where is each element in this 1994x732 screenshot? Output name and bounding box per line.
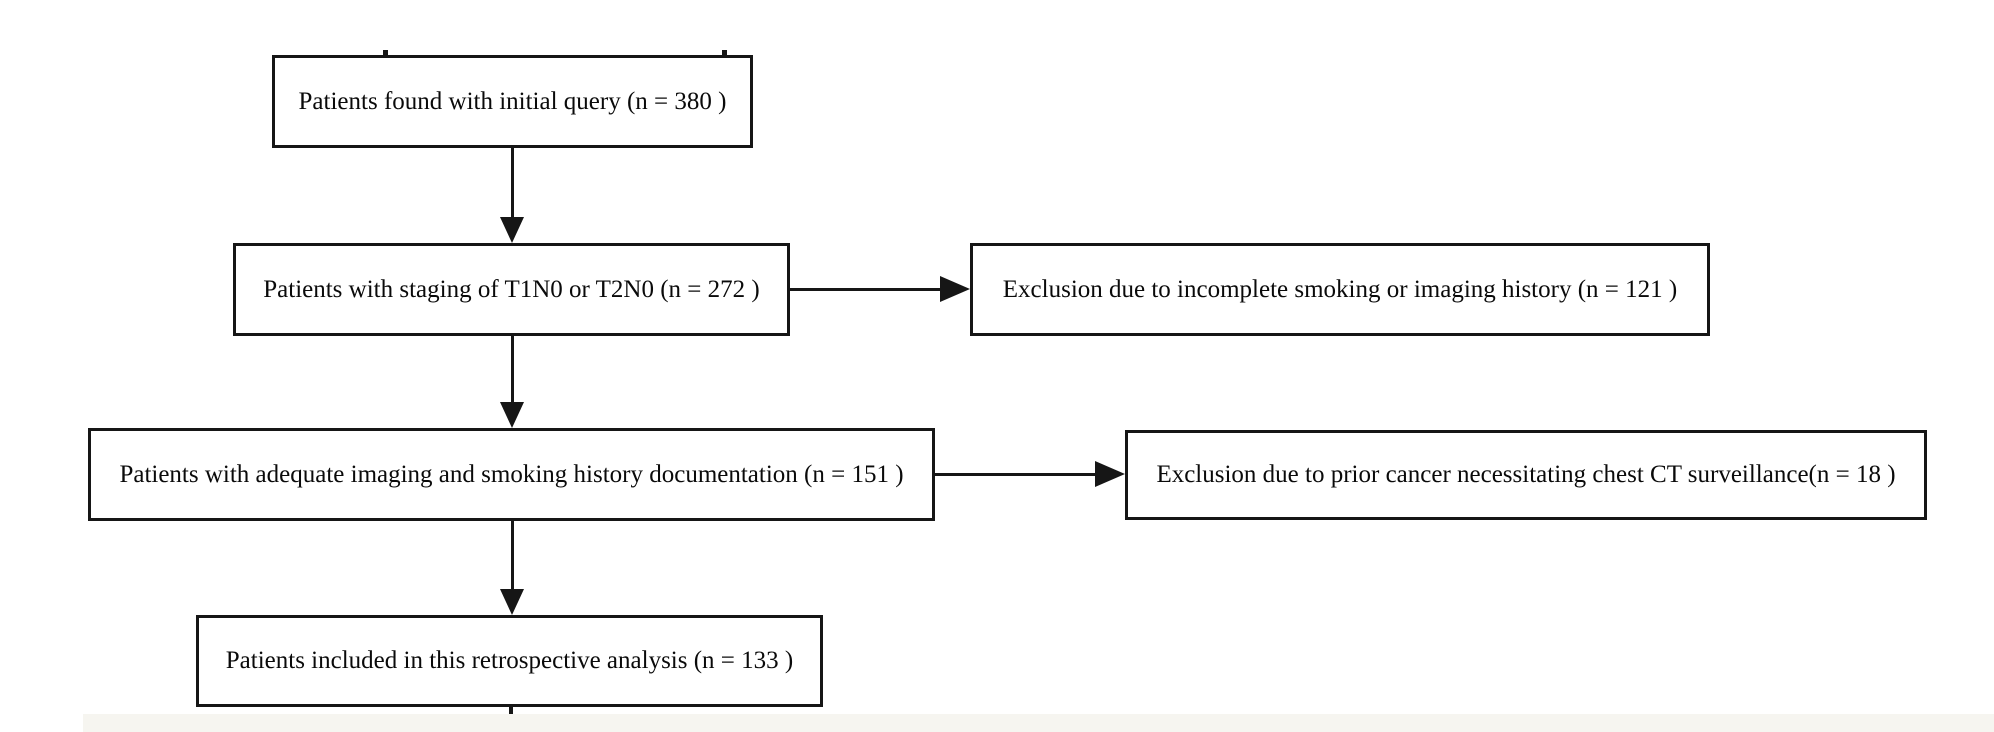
- flow-node-included-analysis: Patients included in this retrospective …: [196, 615, 823, 707]
- flow-node-exclusion-smoking-imaging-label: Exclusion due to incomplete smoking or i…: [1002, 275, 1678, 303]
- flow-node-initial-query: Patients found with initial query (n = 3…: [272, 55, 753, 148]
- arrow-initial-to-staging-line: [511, 148, 514, 219]
- connector-anchor-dot: [722, 50, 727, 55]
- flow-node-adequate-documentation-label: Patients with adequate imaging and smoki…: [119, 460, 904, 488]
- bottom-strip: [83, 714, 1994, 732]
- arrow-right-icon: [1095, 461, 1125, 487]
- arrow-documentation-to-included-line: [511, 521, 514, 591]
- flow-node-exclusion-prior-cancer: Exclusion due to prior cancer necessitat…: [1125, 430, 1927, 520]
- flow-node-staging: Patients with staging of T1N0 or T2N0 (n…: [233, 243, 790, 336]
- flow-node-staging-label: Patients with staging of T1N0 or T2N0 (n…: [263, 275, 760, 303]
- arrow-down-icon: [500, 589, 524, 615]
- arrow-staging-to-documentation-line: [511, 336, 514, 404]
- flow-node-adequate-documentation: Patients with adequate imaging and smoki…: [88, 428, 935, 521]
- arrow-down-icon: [500, 402, 524, 428]
- arrow-down-icon: [500, 217, 524, 243]
- arrow-staging-to-exclusion1-line: [790, 288, 942, 291]
- connector-anchor-dot: [383, 50, 388, 55]
- flow-node-exclusion-prior-cancer-label: Exclusion due to prior cancer necessitat…: [1156, 461, 1896, 488]
- flow-node-exclusion-smoking-imaging: Exclusion due to incomplete smoking or i…: [970, 243, 1710, 336]
- arrow-documentation-to-exclusion2-line: [935, 473, 1097, 476]
- arrow-right-icon: [940, 276, 970, 302]
- flow-node-initial-query-label: Patients found with initial query (n = 3…: [298, 87, 727, 115]
- flow-node-included-analysis-label: Patients included in this retrospective …: [225, 647, 794, 674]
- connector-stub: [509, 704, 513, 714]
